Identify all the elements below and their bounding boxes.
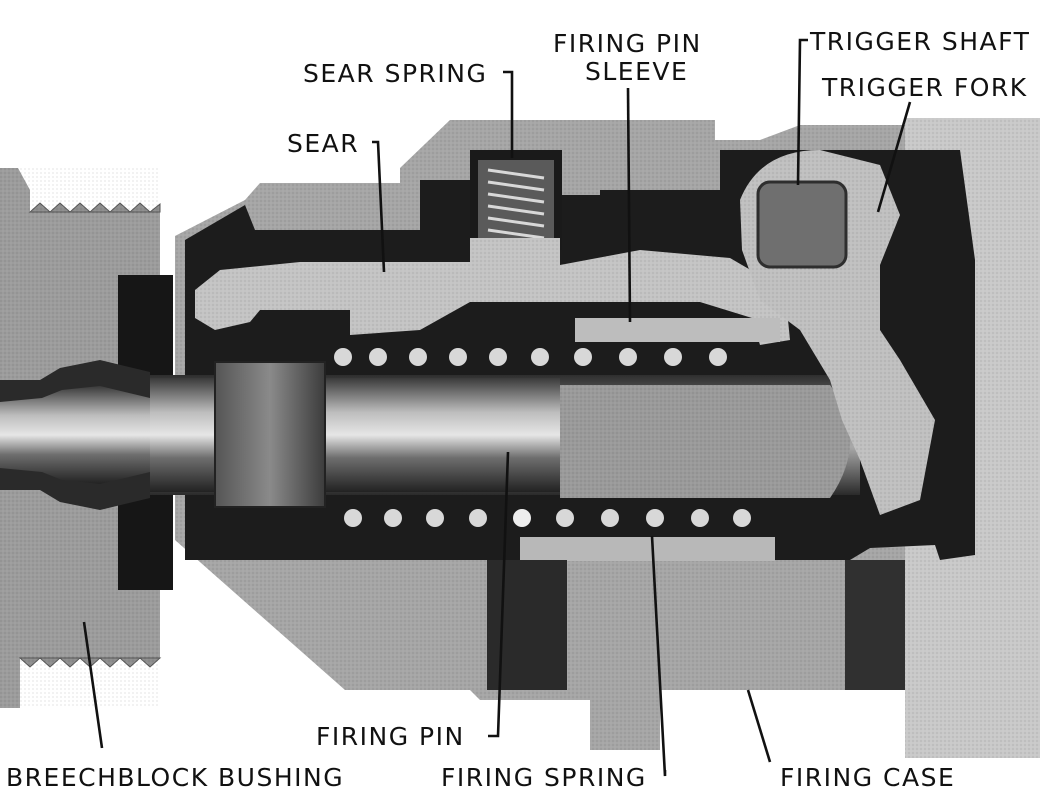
labels: SEAR SPRING FIRING PIN SLEEVE TRIGGER SH… [6, 27, 1030, 792]
leader-lines [82, 38, 912, 777]
leader-firing-pin [488, 451, 510, 738]
lower-body-dark [487, 560, 567, 690]
firing-spring-upper-coils [334, 348, 727, 366]
firing-pin [150, 361, 860, 508]
leader-trigger-shaft [796, 38, 808, 186]
label-firing-case: FIRING CASE [780, 763, 955, 792]
leader-trigger-fork [876, 101, 912, 213]
label-trigger-fork: TRIGGER FORK [821, 73, 1028, 102]
label-sear: SEAR [287, 129, 359, 158]
trigger-shaft [756, 180, 848, 269]
sear [195, 238, 790, 345]
breechblock-bushing [0, 168, 173, 708]
label-firing-spring: FIRING SPRING [441, 763, 647, 792]
leader-firing-case [746, 689, 772, 763]
leader-firing-pin-sleeve [626, 87, 632, 323]
firing-pin-sleeve-lower [520, 537, 775, 561]
leader-sear [372, 140, 386, 273]
firing-spring-lower-coils [344, 509, 751, 527]
leader-sear-spring [503, 70, 514, 158]
label-firing-pin: FIRING PIN [316, 722, 465, 751]
lower-body-right [845, 560, 905, 690]
leader-breechblock-bushing [82, 621, 104, 749]
label-firing-pin-sleeve-line1: FIRING PIN [553, 29, 702, 58]
sear-spring [470, 150, 562, 250]
firing-pin-sleeve [575, 318, 780, 342]
label-firing-pin-sleeve-line2: SLEEVE [585, 57, 688, 86]
label-breechblock-bushing: BREECHBLOCK BUSHING [6, 763, 344, 792]
label-sear-spring: SEAR SPRING [303, 59, 487, 88]
label-trigger-shaft: TRIGGER SHAFT [809, 27, 1030, 56]
leader-firing-spring [650, 535, 667, 777]
